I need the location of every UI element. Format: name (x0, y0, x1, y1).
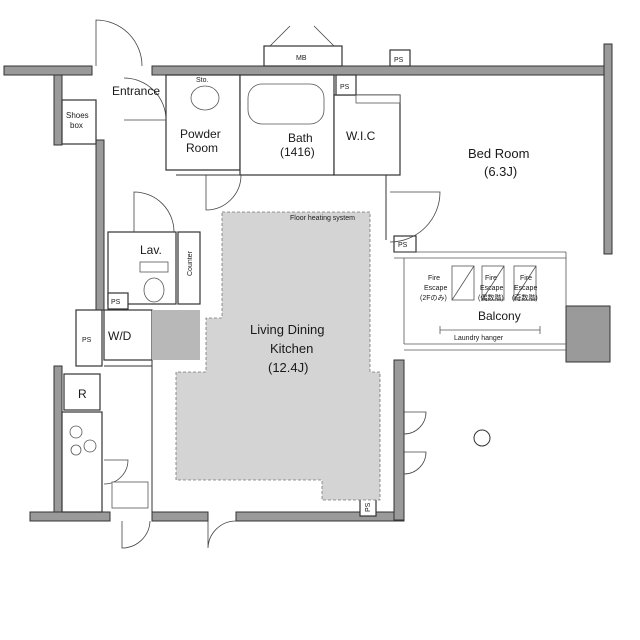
wall-bottom-left (29, 511, 111, 522)
doors (95, 19, 441, 549)
label-ps-wic: PS (340, 84, 350, 91)
door-bath (205, 174, 242, 211)
label-ps-left-small: PS (111, 299, 121, 306)
compass-circle (473, 429, 491, 447)
wall-left-up (53, 74, 63, 146)
door-wic (389, 191, 441, 243)
label-ps-bottom: PS (365, 502, 372, 512)
label-balcony: Balcony (478, 309, 521, 323)
fire-escape-diag-3 (513, 265, 537, 301)
fire-escape-2-l2: Escape (480, 285, 503, 292)
mb-box (263, 45, 343, 67)
label-powder-1: Powder (180, 127, 221, 141)
wall-top-left (3, 65, 93, 76)
ps-top-box (389, 49, 411, 67)
label-ps-left: PS (82, 337, 92, 344)
kitchen-sink (111, 481, 149, 509)
ps-left-small-box (107, 292, 129, 310)
label-wd: W/D (108, 329, 132, 343)
label-laundry-hanger: Laundry hanger (454, 335, 504, 342)
floor-heating-area (175, 211, 381, 501)
balcony-area (393, 235, 567, 351)
shoes-box (61, 99, 97, 145)
label-lav: Lav. (140, 243, 162, 257)
wall-right (603, 43, 613, 255)
wall-top-right (151, 65, 609, 76)
door-bottom (121, 520, 151, 549)
door-lav (133, 191, 175, 233)
counter (177, 231, 201, 305)
fire-escape-2-l3: (偶数階) (478, 293, 504, 302)
door-entrance (95, 19, 143, 67)
fire-escape-3-l3: (奇数階) (512, 293, 538, 302)
kitchen-counter (61, 411, 103, 513)
label-mb: MB (296, 55, 307, 62)
label-bath-2: (1416) (280, 145, 315, 159)
stove-burner-2 (83, 439, 97, 453)
label-ldk-3: (12.4J) (268, 360, 308, 375)
door-bottom-2 (207, 520, 237, 549)
fire-escape-3-l1: Fire (520, 275, 532, 282)
bathtub (247, 83, 325, 125)
label-bath-1: Bath (288, 131, 313, 145)
door-balcony-2 (403, 451, 427, 475)
label-ldk-1: Living Dining (250, 322, 324, 337)
fire-escape-diag-2 (481, 265, 505, 301)
wall-bottom-right (235, 511, 405, 522)
label-refrigerator: R (78, 387, 87, 401)
fire-escape-3-l2: Escape (514, 285, 537, 292)
label-bed-2: (6.3J) (484, 164, 517, 179)
wic-rail (355, 94, 401, 104)
label-shoes-box-2: box (70, 121, 83, 130)
wall-left (95, 139, 105, 311)
wall-left-lower (53, 365, 63, 513)
stove-burner-1 (69, 425, 83, 439)
label-floor-heating: Floor heating system (290, 215, 355, 222)
door-kitchen (103, 459, 129, 485)
floor-heating-wd (152, 310, 200, 360)
label-counter: Counter (187, 250, 194, 276)
label-ps-balcony: PS (398, 242, 408, 249)
compass-arrow-icon (478, 426, 494, 442)
label-shoes-box-1: Shoes (66, 111, 89, 120)
fire-escape-1-l1: Fire (428, 275, 440, 282)
door-balcony (403, 411, 427, 435)
wd-room (103, 309, 153, 361)
sink-bowl (190, 85, 220, 111)
fire-escape-1-l2: Escape (424, 285, 447, 292)
label-ps-top: PS (394, 57, 404, 64)
fire-escape-diag-1 (451, 265, 475, 301)
stove-burner-3 (70, 444, 82, 456)
label-powder-2: Room (186, 141, 218, 155)
toilet-bowl (143, 277, 165, 303)
label-entrance: Entrance (112, 84, 160, 98)
label-storage: Sto. (196, 77, 209, 84)
wall-balcony-left (393, 359, 405, 521)
label-wic: W.I.C (346, 129, 376, 143)
ps-wic-box (335, 74, 357, 96)
label-bed-1: Bed Room (468, 146, 529, 161)
door-powder (123, 77, 167, 121)
column-balcony (565, 305, 611, 363)
door-mb (269, 25, 335, 47)
fire-escape-1-l3: (2Fのみ) (420, 294, 447, 302)
fire-escape-2-l1: Fire (485, 275, 497, 282)
wall-bottom-mid (151, 511, 209, 522)
ps-left-box (75, 309, 103, 367)
outer-walls (3, 43, 613, 522)
label-ldk-2: Kitchen (270, 341, 313, 356)
fridge-box (63, 373, 101, 411)
toilet-tank (139, 261, 169, 273)
